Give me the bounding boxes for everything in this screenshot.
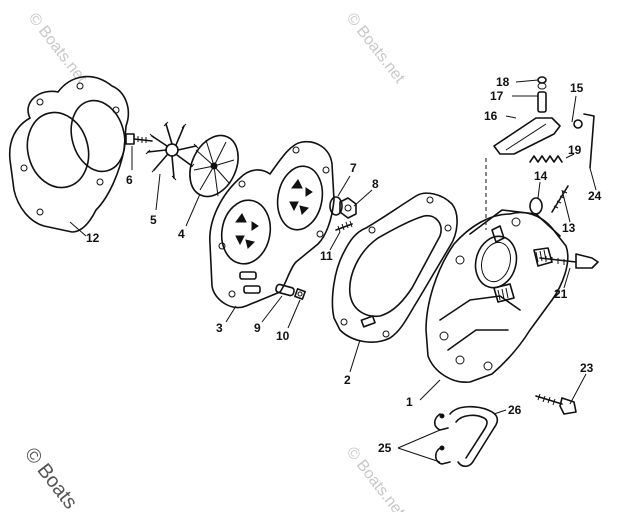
label-16: 16 xyxy=(484,109,498,123)
label-8: 8 xyxy=(372,177,379,191)
watermark-top-center: © Boats.net xyxy=(343,10,408,87)
label-23: 23 xyxy=(580,361,594,375)
part-8-nut xyxy=(339,197,357,219)
part-26-hose xyxy=(449,405,499,468)
part-10-screw xyxy=(294,288,306,300)
label-4: 4 xyxy=(178,227,185,241)
leader-lines xyxy=(69,79,597,463)
label-17: 17 xyxy=(490,89,504,103)
label-7: 7 xyxy=(350,161,357,175)
label-13: 13 xyxy=(562,221,576,235)
part-2-gasket xyxy=(331,192,458,343)
label-18: 18 xyxy=(496,75,510,89)
label-26: 26 xyxy=(508,403,522,417)
part-14-fitting xyxy=(529,197,543,215)
part-9-pin xyxy=(275,283,295,297)
label-3: 3 xyxy=(216,321,223,335)
part-11-stud xyxy=(335,220,353,233)
part-17-pin xyxy=(537,91,547,113)
label-9: 9 xyxy=(254,321,261,335)
part-21-bolt xyxy=(539,253,599,269)
watermark-bottom-center: © Boats.net xyxy=(343,444,408,512)
label-12: 12 xyxy=(86,231,100,245)
part-24-rod xyxy=(583,113,595,169)
label-24: 24 xyxy=(588,189,602,203)
part-7-washer xyxy=(329,196,343,216)
label-11: 11 xyxy=(320,249,333,263)
label-14: 14 xyxy=(534,169,548,183)
label-1: 1 xyxy=(406,395,413,409)
label-5: 5 xyxy=(150,213,157,227)
part-23-bolt xyxy=(535,393,577,415)
part-18-cap xyxy=(537,76,547,90)
watermark-bottom-left: © Boats xyxy=(20,444,81,512)
label-6: 6 xyxy=(126,173,133,187)
part-16-lever xyxy=(493,117,561,155)
part-5-impeller xyxy=(145,121,199,181)
label-21: 21 xyxy=(554,287,568,301)
part-13-screw xyxy=(551,185,569,213)
label-15: 15 xyxy=(570,81,584,95)
label-25: 25 xyxy=(378,441,392,455)
watermark-top-left: © Boats.net xyxy=(25,10,90,87)
part-1-pump-body xyxy=(425,158,569,383)
part-19-spring xyxy=(529,155,563,163)
label-19: 19 xyxy=(568,143,582,157)
part-6-screw xyxy=(125,133,153,145)
part-labels: 1 2 3 4 5 6 7 8 9 10 11 12 13 14 15 16 1… xyxy=(86,75,602,455)
part-3-pump-cover xyxy=(209,140,335,309)
label-2: 2 xyxy=(344,373,351,387)
part-4-diaphragm xyxy=(189,134,239,198)
part-12-gasket xyxy=(8,75,130,233)
part-15-clip xyxy=(573,119,583,129)
part-25-clamps xyxy=(433,413,451,465)
label-10: 10 xyxy=(276,329,290,343)
